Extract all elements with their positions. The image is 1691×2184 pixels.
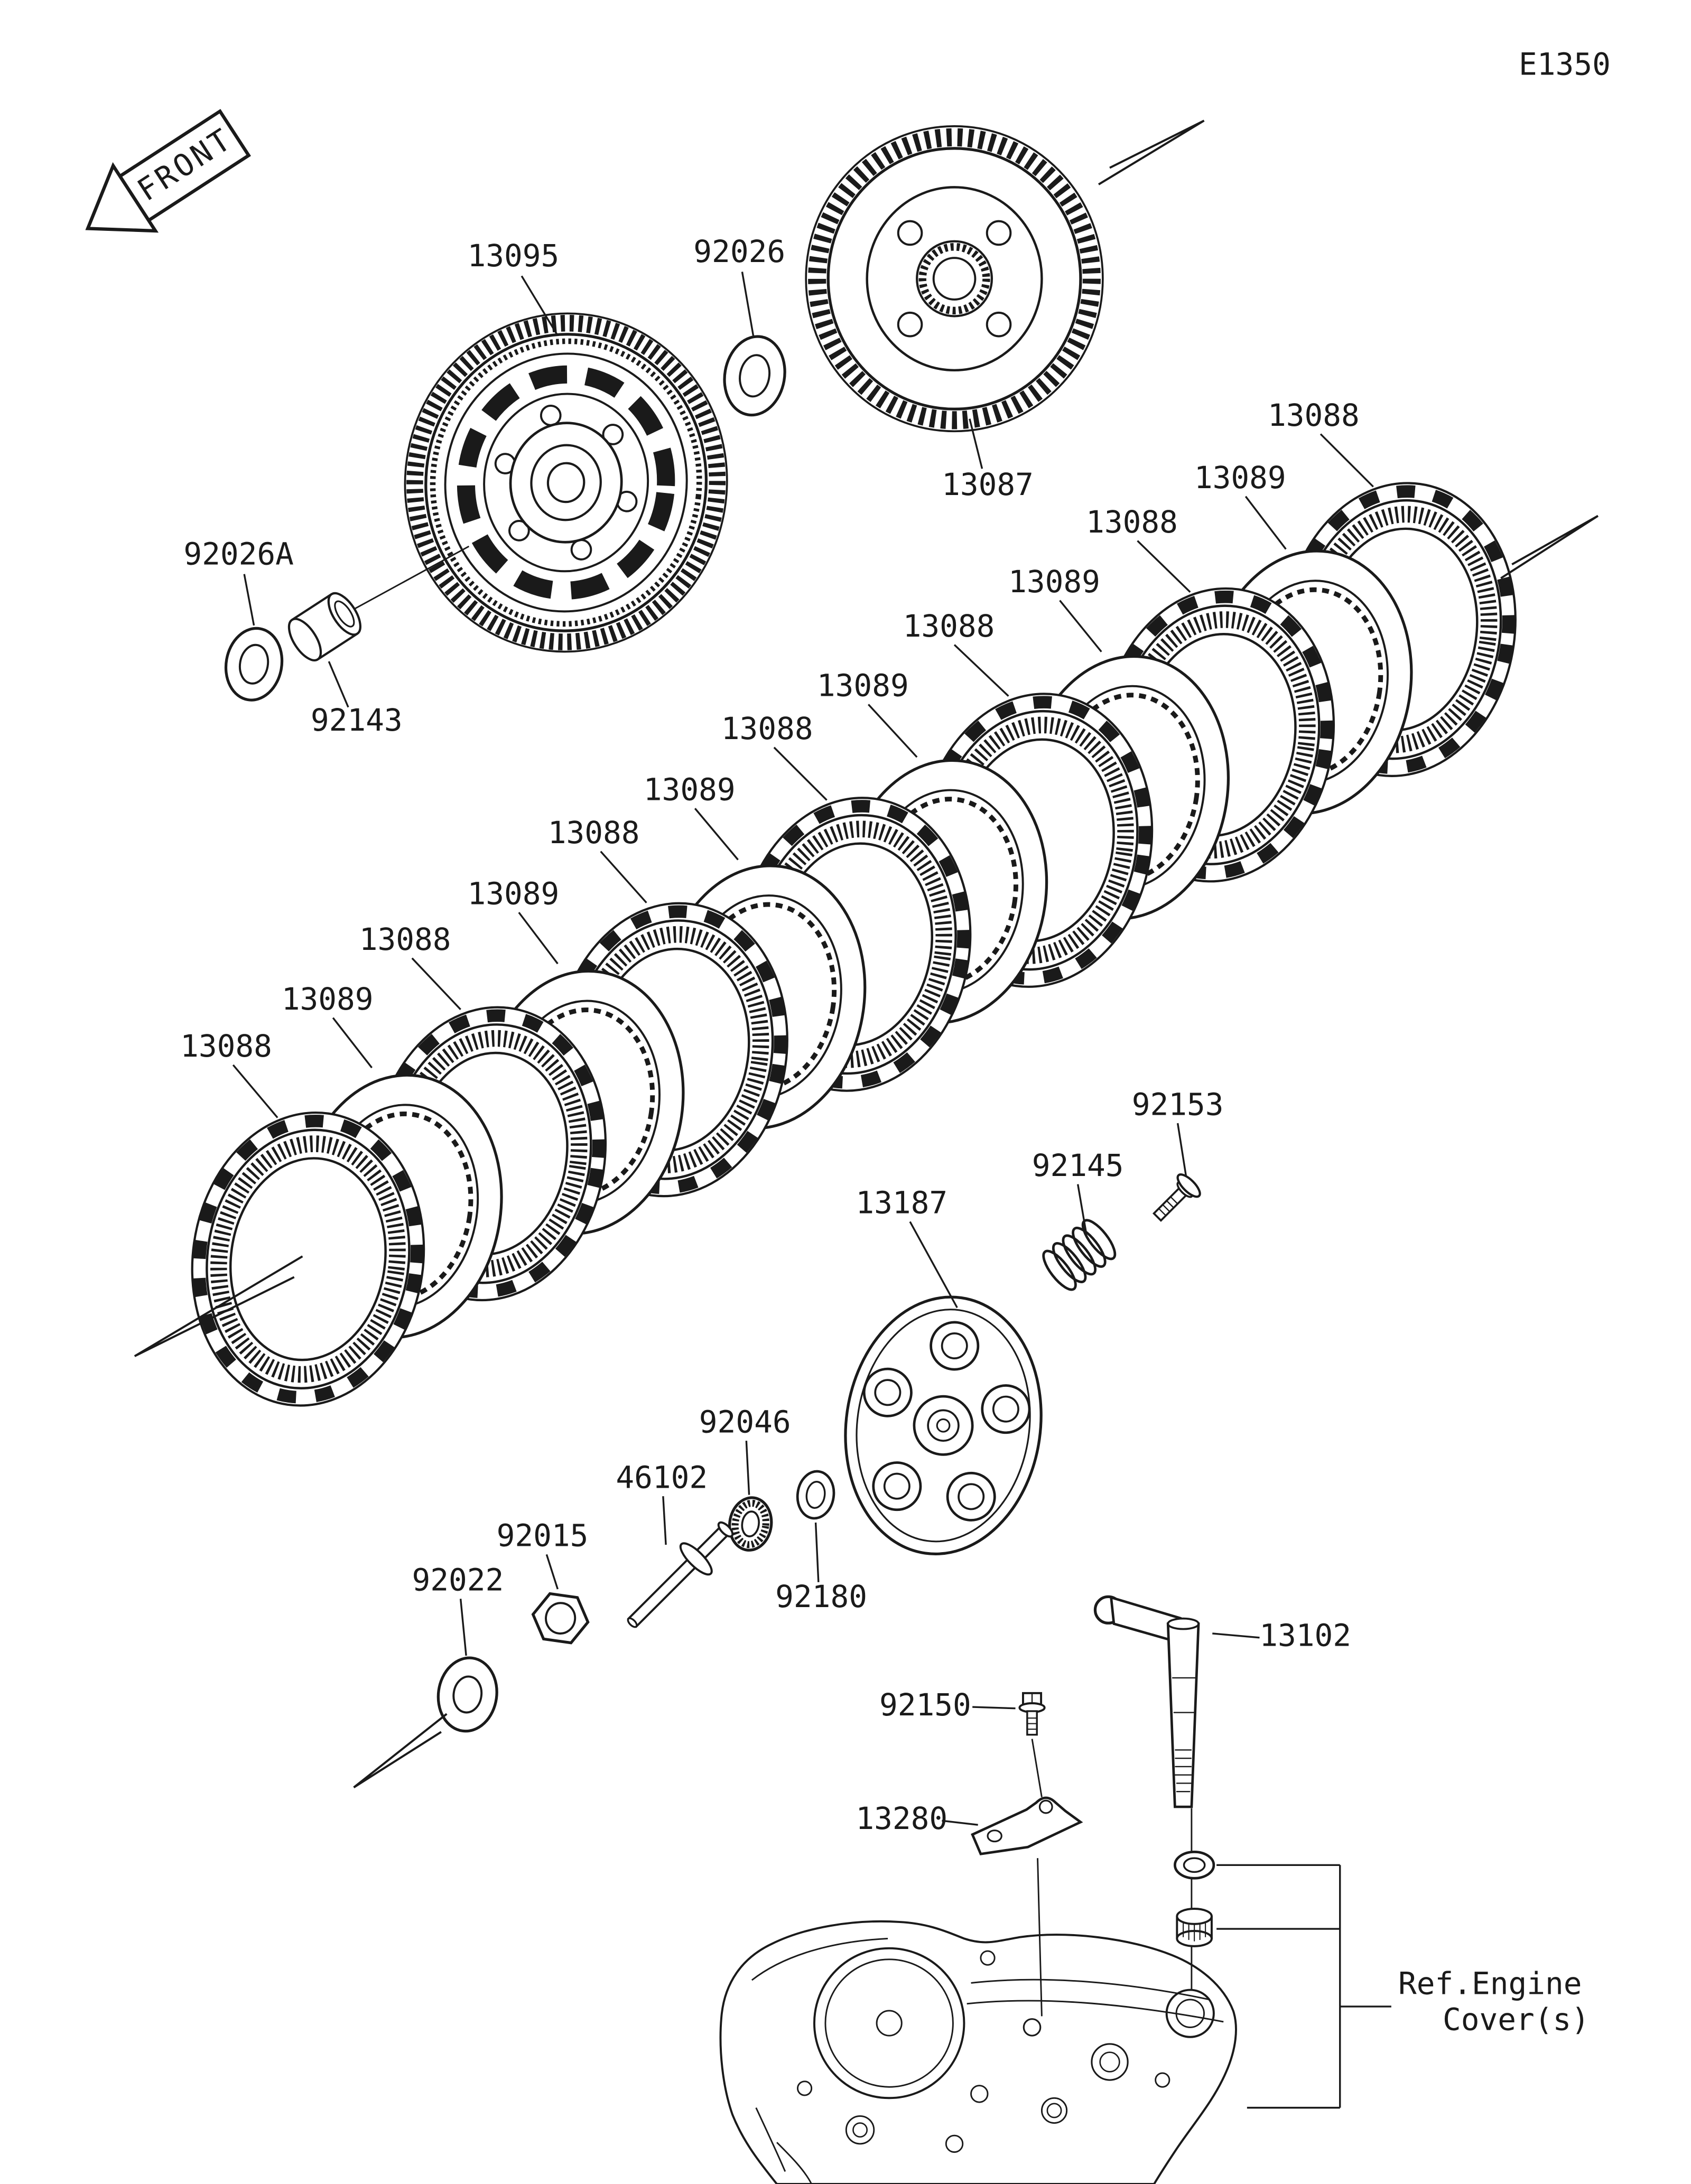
nut-92015-drawing: [531, 1592, 590, 1645]
washer-92022-drawing: [436, 1656, 498, 1733]
bushing-92143-drawing: [287, 592, 361, 661]
bolt-92150-drawing: [1018, 1692, 1046, 1736]
part-label-92022: 92022: [412, 1562, 504, 1598]
part-label-92180: 92180: [775, 1579, 867, 1614]
assembly-arrow-bottom-left: [353, 1713, 448, 1788]
ref-engine-cover-note-line1: Ref.Engine: [1398, 1965, 1582, 2001]
part-label-13088-5: 13088: [903, 608, 995, 644]
engine-cover-drawing: [719, 1920, 1237, 2184]
part-label-13089-1: 13089: [282, 981, 374, 1017]
part-label-13088-1: 13088: [180, 1028, 272, 1064]
part-label-13088-7: 13088: [1268, 397, 1360, 433]
assembly-arrow-right: [1500, 515, 1599, 580]
holder-to-cover-line: [1037, 1858, 1043, 2017]
assembly-arrow-lower-left: [134, 1255, 303, 1357]
part-label-13089-6: 13089: [1194, 460, 1286, 496]
diagram-code-label: E1350: [1519, 46, 1611, 82]
clutch-housing-drawing: [404, 312, 728, 653]
part-label-13089-2: 13089: [467, 875, 559, 911]
part-label-92145: 92145: [1032, 1147, 1124, 1183]
part-labels: E1350 13095 92026 13087 92026A 92143 130…: [180, 46, 1611, 2038]
part-label-92026a: 92026A: [183, 536, 294, 572]
part-label-13187: 13187: [856, 1185, 947, 1221]
part-label-13089-5: 13089: [1008, 564, 1100, 600]
part-label-13102: 13102: [1259, 1618, 1351, 1654]
holder-13280-drawing: [971, 1796, 1083, 1855]
part-label-92046: 92046: [699, 1404, 791, 1440]
part-label-92153: 92153: [1132, 1086, 1224, 1122]
part-label-13088-6: 13088: [1086, 504, 1178, 540]
part-label-92150: 92150: [879, 1687, 971, 1723]
washer-92180-drawing: [796, 1470, 835, 1520]
part-label-13088-2: 13088: [359, 921, 451, 957]
clutch-spring-drawing: [1042, 1219, 1117, 1291]
part-label-13089-4: 13089: [817, 668, 909, 704]
primary-gear-drawing: [805, 125, 1104, 433]
ref-bracket-lines: [1216, 1864, 1391, 2109]
part-label-92143: 92143: [311, 702, 403, 738]
bearing-92046-drawing: [728, 1496, 773, 1552]
part-label-13087: 13087: [942, 466, 1034, 502]
front-marker: FRONT: [85, 109, 251, 233]
assembly-axis-arrows: [134, 119, 1599, 1788]
ref-engine-cover-note-line2: Cover(s): [1443, 2002, 1590, 2038]
leader-lines: [232, 272, 1374, 1826]
pressure-plate-drawing: [844, 1295, 1043, 1555]
assembly-arrow-top: [1098, 119, 1205, 185]
release-shaft-drawing: [1093, 1595, 1200, 1808]
release-shaft-washer-drawing: [1174, 1851, 1215, 1880]
front-arrow-icon: [85, 162, 159, 233]
washer-92026a-drawing: [224, 627, 284, 702]
bushing-axis-line: [349, 545, 470, 612]
part-label-92015: 92015: [497, 1518, 589, 1554]
washer-92026-drawing: [723, 335, 786, 417]
bolt-92153-drawing: [1152, 1173, 1201, 1222]
push-rod-drawing: [627, 1521, 734, 1628]
part-label-13089-3: 13089: [644, 771, 736, 807]
part-label-13088-4: 13088: [721, 711, 813, 746]
bolt-to-holder-line: [1031, 1739, 1043, 1797]
part-label-13280: 13280: [856, 1800, 947, 1836]
part-label-13095: 13095: [467, 238, 559, 274]
part-label-92026: 92026: [693, 234, 785, 269]
part-label-13088-3: 13088: [548, 815, 640, 851]
needle-bearing-drawing: [1176, 1908, 1213, 1947]
part-label-46102: 46102: [616, 1459, 708, 1495]
